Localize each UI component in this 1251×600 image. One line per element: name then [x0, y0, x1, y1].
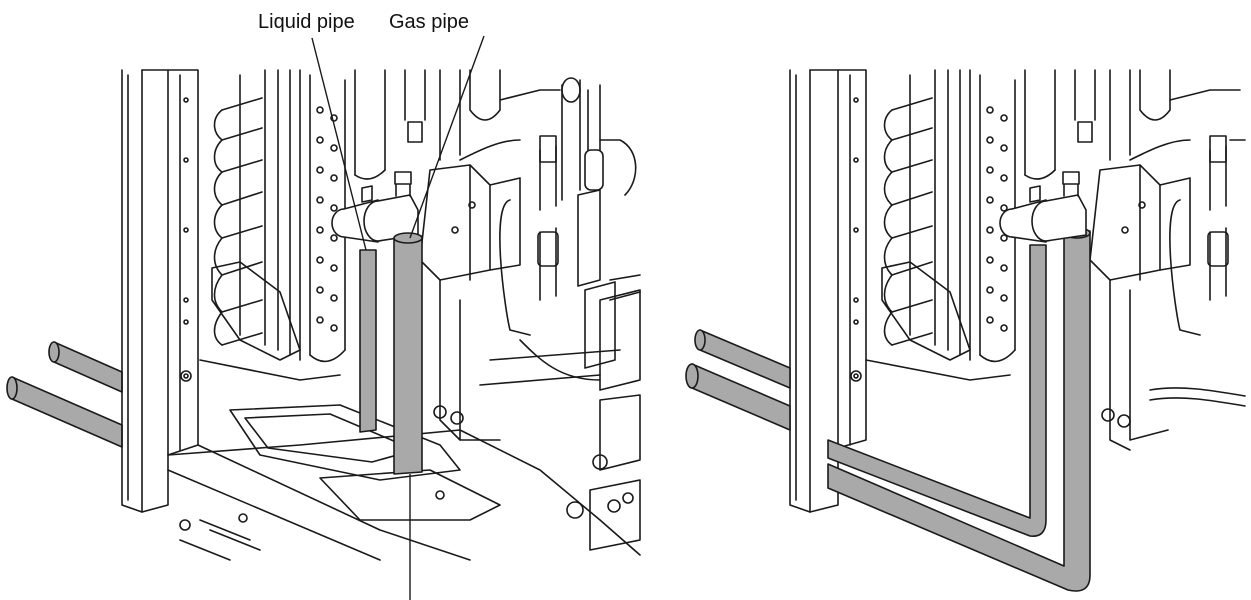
right-vertical-tubes: [1024, 69, 1241, 180]
right-front-frame: [789, 69, 867, 513]
left-gas-pipe: [393, 232, 423, 475]
label-leaders: [311, 35, 485, 600]
left-front-frame: [121, 69, 199, 513]
right-components-right: [1169, 135, 1246, 336]
left-liquid-pipe: [359, 249, 377, 433]
left-service-valves: [331, 164, 521, 281]
left-outside-pipe-stubs: [6, 341, 123, 448]
right-unit-illustration: [685, 69, 1246, 592]
left-unit-illustration: [6, 69, 641, 561]
liquid-pipe-label: Liquid pipe: [258, 11, 355, 33]
right-valve-caps: [999, 171, 1087, 243]
liquid-pipe-leader: [311, 37, 367, 251]
left-components-right: [433, 77, 641, 551]
left-vertical-tubes: [354, 69, 561, 180]
right-coil-assembly: [865, 69, 1016, 381]
right-liquid-pipe-routed: [694, 244, 1047, 537]
left-coil-assembly: [199, 69, 346, 381]
gas-pipe-label: Gas pipe: [389, 11, 469, 33]
gas-pipe-leader: [409, 35, 485, 239]
right-service-valves: [1089, 164, 1246, 451]
